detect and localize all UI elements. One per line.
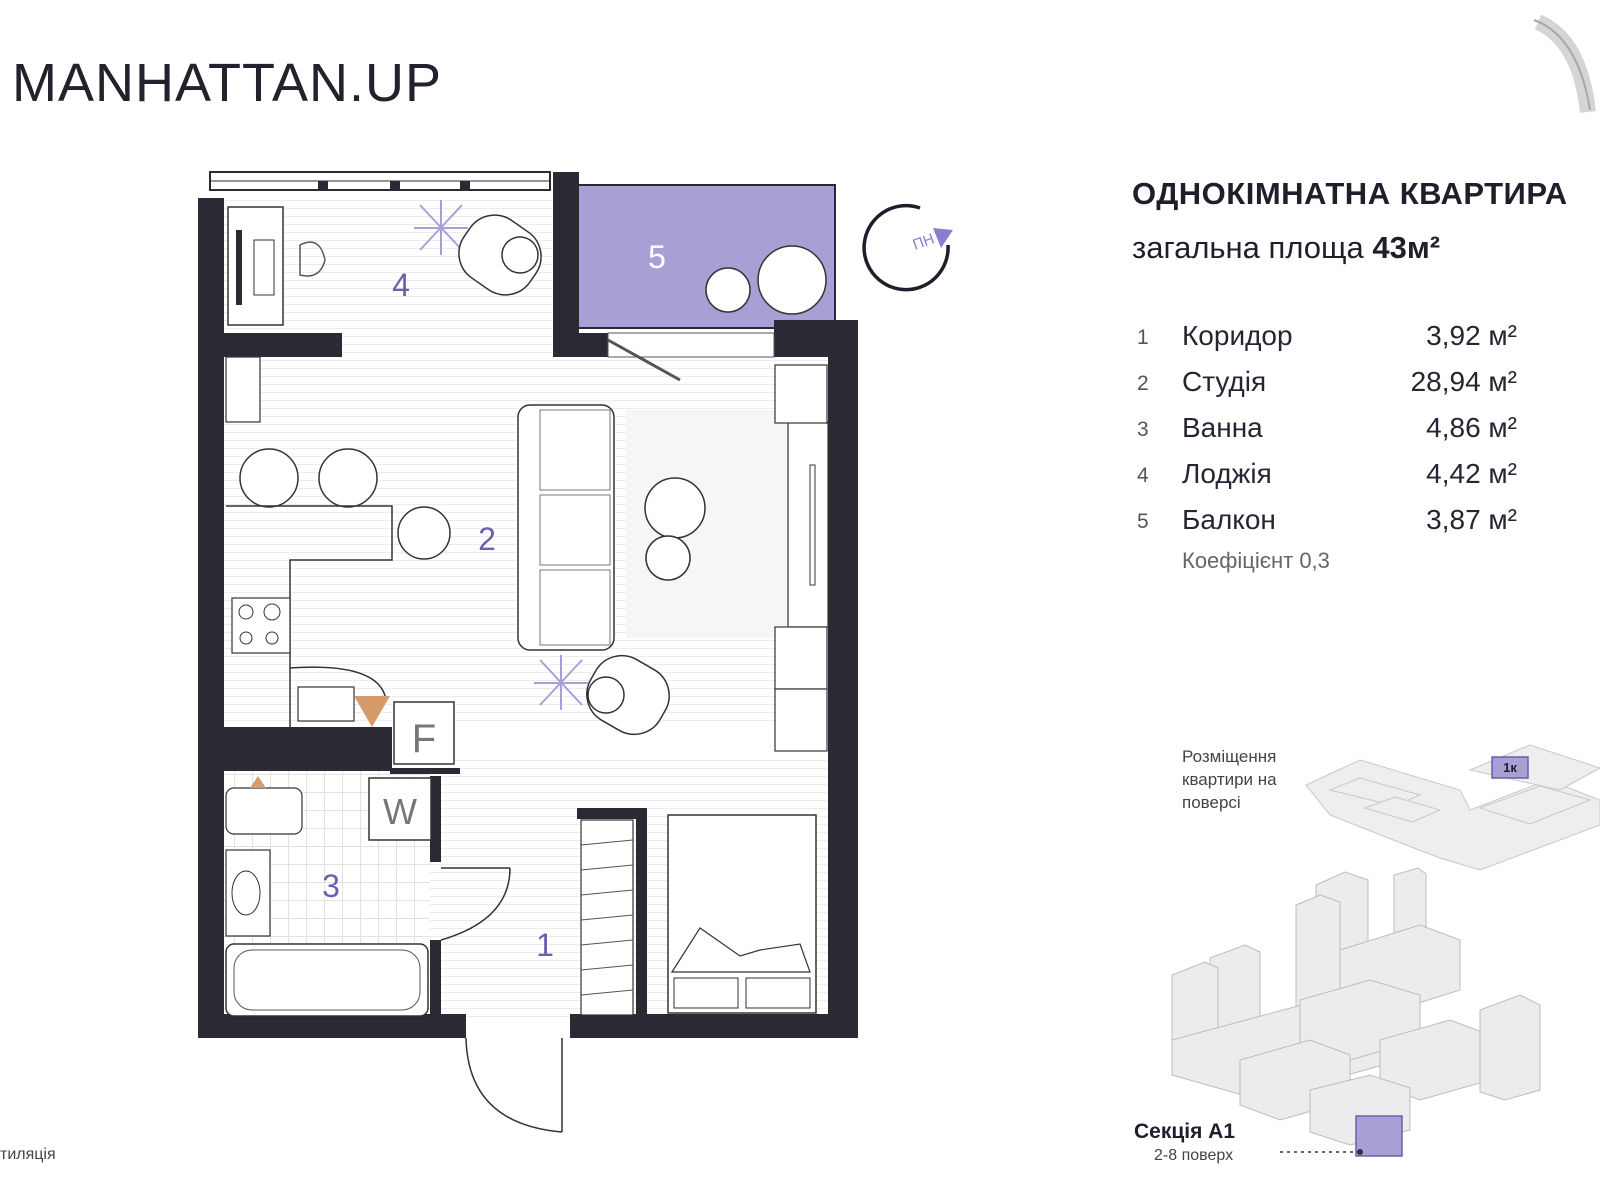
floor-layout-map bbox=[1305, 744, 1600, 871]
studio-armchair bbox=[586, 654, 670, 736]
room-area: 4,42 м² bbox=[1426, 458, 1517, 489]
vent-marker bbox=[354, 696, 390, 727]
room-index: 1 bbox=[1137, 326, 1149, 349]
stool bbox=[239, 448, 299, 508]
tv-stand bbox=[787, 421, 829, 628]
total-area-value: 43м² bbox=[1372, 230, 1441, 265]
corner-arc-decoration bbox=[1533, 14, 1596, 113]
compass-label: ПН bbox=[911, 230, 937, 253]
cooktop bbox=[231, 597, 291, 654]
compass-icon: ПН bbox=[862, 203, 953, 292]
room-index: 2 bbox=[1137, 372, 1149, 395]
room-name: Ванна bbox=[1182, 412, 1263, 443]
total-area-prefix: загальна площа bbox=[1132, 230, 1364, 265]
floor-plan: F W 1 2 3 4 5 ПН bbox=[198, 171, 953, 1133]
room-area: 4,86 м² bbox=[1426, 412, 1517, 443]
room-index: 5 bbox=[1137, 510, 1149, 533]
bathtub bbox=[225, 943, 429, 1017]
coffee-table-small bbox=[645, 535, 691, 581]
room-index: 3 bbox=[1137, 418, 1149, 441]
plant-icon bbox=[414, 200, 468, 255]
loggia-armchair bbox=[458, 214, 542, 296]
section-name: Секція А1 bbox=[1134, 1120, 1236, 1143]
fridge bbox=[393, 701, 455, 765]
bathroom-door bbox=[440, 867, 511, 941]
brand-logo: MANHATTAN.UP bbox=[12, 53, 442, 113]
room-area: 3,87 м² bbox=[1426, 504, 1517, 535]
room-number-1: 1 bbox=[536, 927, 554, 963]
placement-label: Розміщення квартири на поверсі bbox=[1182, 747, 1277, 812]
balcony-chair bbox=[757, 245, 827, 315]
walls bbox=[198, 172, 858, 1038]
balcony-table bbox=[705, 267, 751, 313]
room-row: 3 Ванна 4,86 м² bbox=[1132, 412, 1517, 458]
desk-chair bbox=[299, 241, 326, 277]
room-row: 4 Лоджія 4,42 м² bbox=[1132, 458, 1517, 504]
room-name: Балкон bbox=[1182, 504, 1276, 535]
washer-label: W bbox=[383, 791, 417, 832]
room-name: Коридор bbox=[1182, 320, 1293, 351]
room-row: 5 Балкон 3,87 м² bbox=[1132, 504, 1517, 550]
apartment-title: ОДНОКІМНАТНА КВАРТИРА bbox=[1132, 176, 1568, 211]
coffee-table bbox=[644, 477, 706, 539]
room-name: Лоджія bbox=[1182, 458, 1272, 489]
unit-tag: 1к bbox=[1503, 760, 1517, 775]
room-area: 3,92 м² bbox=[1426, 320, 1517, 351]
stool bbox=[397, 506, 451, 560]
kitchen-sink bbox=[297, 686, 355, 722]
section-floors: 2-8 поверх bbox=[1154, 1147, 1234, 1164]
room-number-5: 5 bbox=[648, 239, 666, 275]
section-highlight bbox=[1355, 1115, 1403, 1157]
plant-icon-2 bbox=[534, 655, 588, 710]
fridge-label: F bbox=[412, 717, 436, 761]
bathroom-cabinet bbox=[225, 787, 303, 835]
room-number-3: 3 bbox=[322, 868, 340, 904]
room-row: 2 Студія 28,94 м² bbox=[1132, 366, 1517, 412]
entrance-door bbox=[465, 1037, 563, 1133]
room-name: Студія bbox=[1182, 366, 1267, 397]
room-area: 28,94 м² bbox=[1410, 366, 1517, 397]
balcony-coefficient: Коефіцієнт 0,3 bbox=[1182, 548, 1330, 573]
room-index: 4 bbox=[1137, 464, 1149, 487]
buildings-3d bbox=[1171, 867, 1541, 1146]
room-number-4: 4 bbox=[392, 267, 410, 303]
unit-highlight bbox=[1491, 756, 1529, 779]
total-area: загальна площа 43м² bbox=[1132, 230, 1440, 266]
legend-partial-text: тиляція bbox=[0, 1146, 56, 1163]
room-list: 1 Коридор 3,92 м² 2 Студія 28,94 м² 3 Ва… bbox=[1132, 320, 1517, 550]
tv bbox=[809, 464, 816, 586]
washbasin bbox=[225, 849, 271, 937]
washing-machine bbox=[368, 777, 432, 841]
room-number-2: 2 bbox=[478, 521, 496, 557]
stool bbox=[318, 448, 378, 508]
room-row: 1 Коридор 3,92 м² bbox=[1132, 320, 1517, 366]
